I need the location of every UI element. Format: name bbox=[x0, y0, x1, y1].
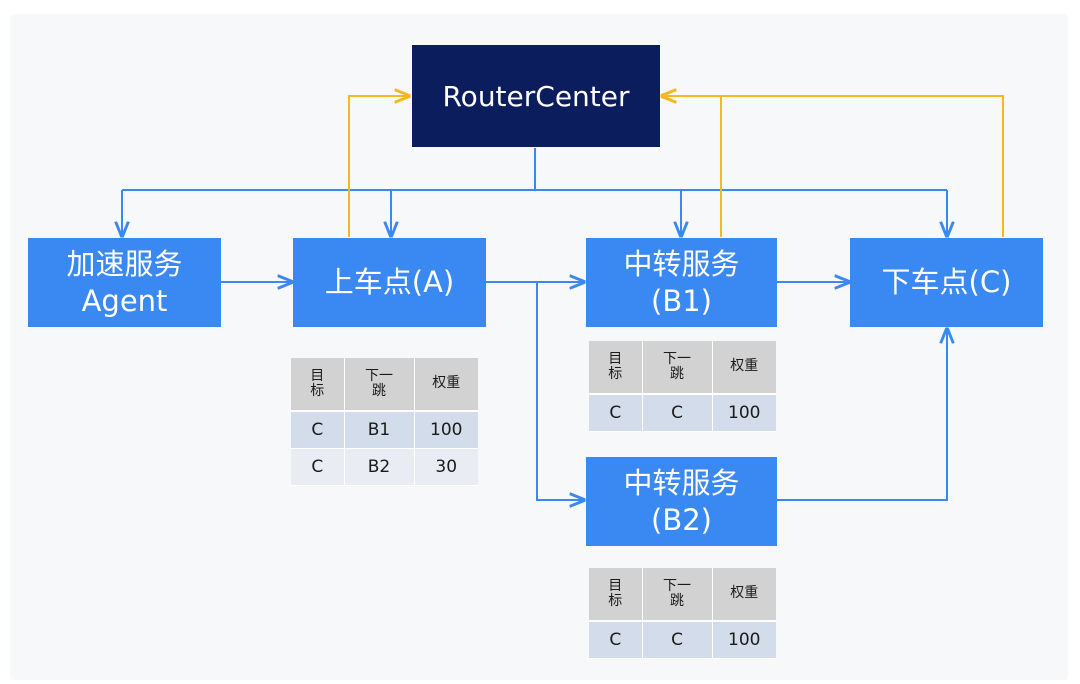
pickup-node: 上车点(A) bbox=[293, 238, 486, 327]
table-cell: C bbox=[589, 394, 643, 432]
table-cell: B2 bbox=[344, 448, 415, 486]
dropoff-label: 下车点(C) bbox=[881, 265, 1012, 300]
routing-table-a: 目标 下一跳 权重 C B1 100 C B2 30 bbox=[291, 358, 478, 486]
relay-b1-label-line2: (B1) bbox=[651, 283, 712, 318]
column-header-target: 目标 bbox=[589, 568, 643, 622]
table-cell: 100 bbox=[712, 394, 776, 432]
routing-table-b2: 目标 下一跳 权重 C C 100 bbox=[589, 568, 776, 659]
table-row: C C 100 bbox=[589, 394, 776, 432]
table-header-row: 目标 下一跳 权重 bbox=[291, 358, 478, 412]
column-header-target: 目标 bbox=[291, 358, 345, 412]
relay-b2-label-line1: 中转服务 bbox=[623, 466, 740, 501]
column-header-weight: 权重 bbox=[712, 341, 776, 395]
relay-b1-label-line1: 中转服务 bbox=[623, 247, 740, 282]
agent-label-line2: Agent bbox=[81, 283, 168, 318]
table-cell: 100 bbox=[712, 621, 776, 659]
router-center-label: RouterCenter bbox=[442, 79, 630, 113]
pickup-to-b2-arrow bbox=[536, 282, 584, 500]
table-cell: C bbox=[642, 394, 713, 432]
table-cell: 100 bbox=[414, 411, 478, 449]
table-header-row: 目标 下一跳 权重 bbox=[589, 568, 776, 622]
table-cell: C bbox=[642, 621, 713, 659]
table-row: C B1 100 bbox=[291, 411, 478, 449]
agent-node: 加速服务 Agent bbox=[28, 238, 221, 327]
dropoff-report-arrow bbox=[662, 96, 1004, 237]
router-center-node: RouterCenter bbox=[412, 45, 660, 147]
table-cell: C bbox=[589, 621, 643, 659]
b1-report-arrow bbox=[662, 96, 722, 237]
column-header-next-hop: 下一跳 bbox=[642, 568, 713, 622]
table-cell: B1 bbox=[344, 411, 415, 449]
agent-label-line1: 加速服务 bbox=[66, 247, 183, 282]
column-header-target: 目标 bbox=[589, 341, 643, 395]
relay-b2-label-line2: (B2) bbox=[651, 502, 712, 537]
routing-table-b1: 目标 下一跳 权重 C C 100 bbox=[589, 341, 776, 432]
pickup-report-arrow bbox=[348, 96, 409, 237]
b2-to-dropoff-arrow bbox=[777, 329, 947, 501]
column-header-weight: 权重 bbox=[712, 568, 776, 622]
table-header-row: 目标 下一跳 权重 bbox=[589, 341, 776, 395]
table-cell: C bbox=[291, 448, 345, 486]
table-row: C B2 30 bbox=[291, 448, 478, 486]
relay-b2-node: 中转服务 (B2) bbox=[586, 457, 777, 546]
column-header-next-hop: 下一跳 bbox=[642, 341, 713, 395]
relay-b1-node: 中转服务 (B1) bbox=[586, 238, 777, 327]
column-header-weight: 权重 bbox=[414, 358, 478, 412]
table-row: C C 100 bbox=[589, 621, 776, 659]
table-cell: C bbox=[291, 411, 345, 449]
dropoff-node: 下车点(C) bbox=[850, 238, 1043, 327]
pickup-label: 上车点(A) bbox=[324, 265, 455, 300]
column-header-next-hop: 下一跳 bbox=[344, 358, 415, 412]
table-cell: 30 bbox=[414, 448, 478, 486]
